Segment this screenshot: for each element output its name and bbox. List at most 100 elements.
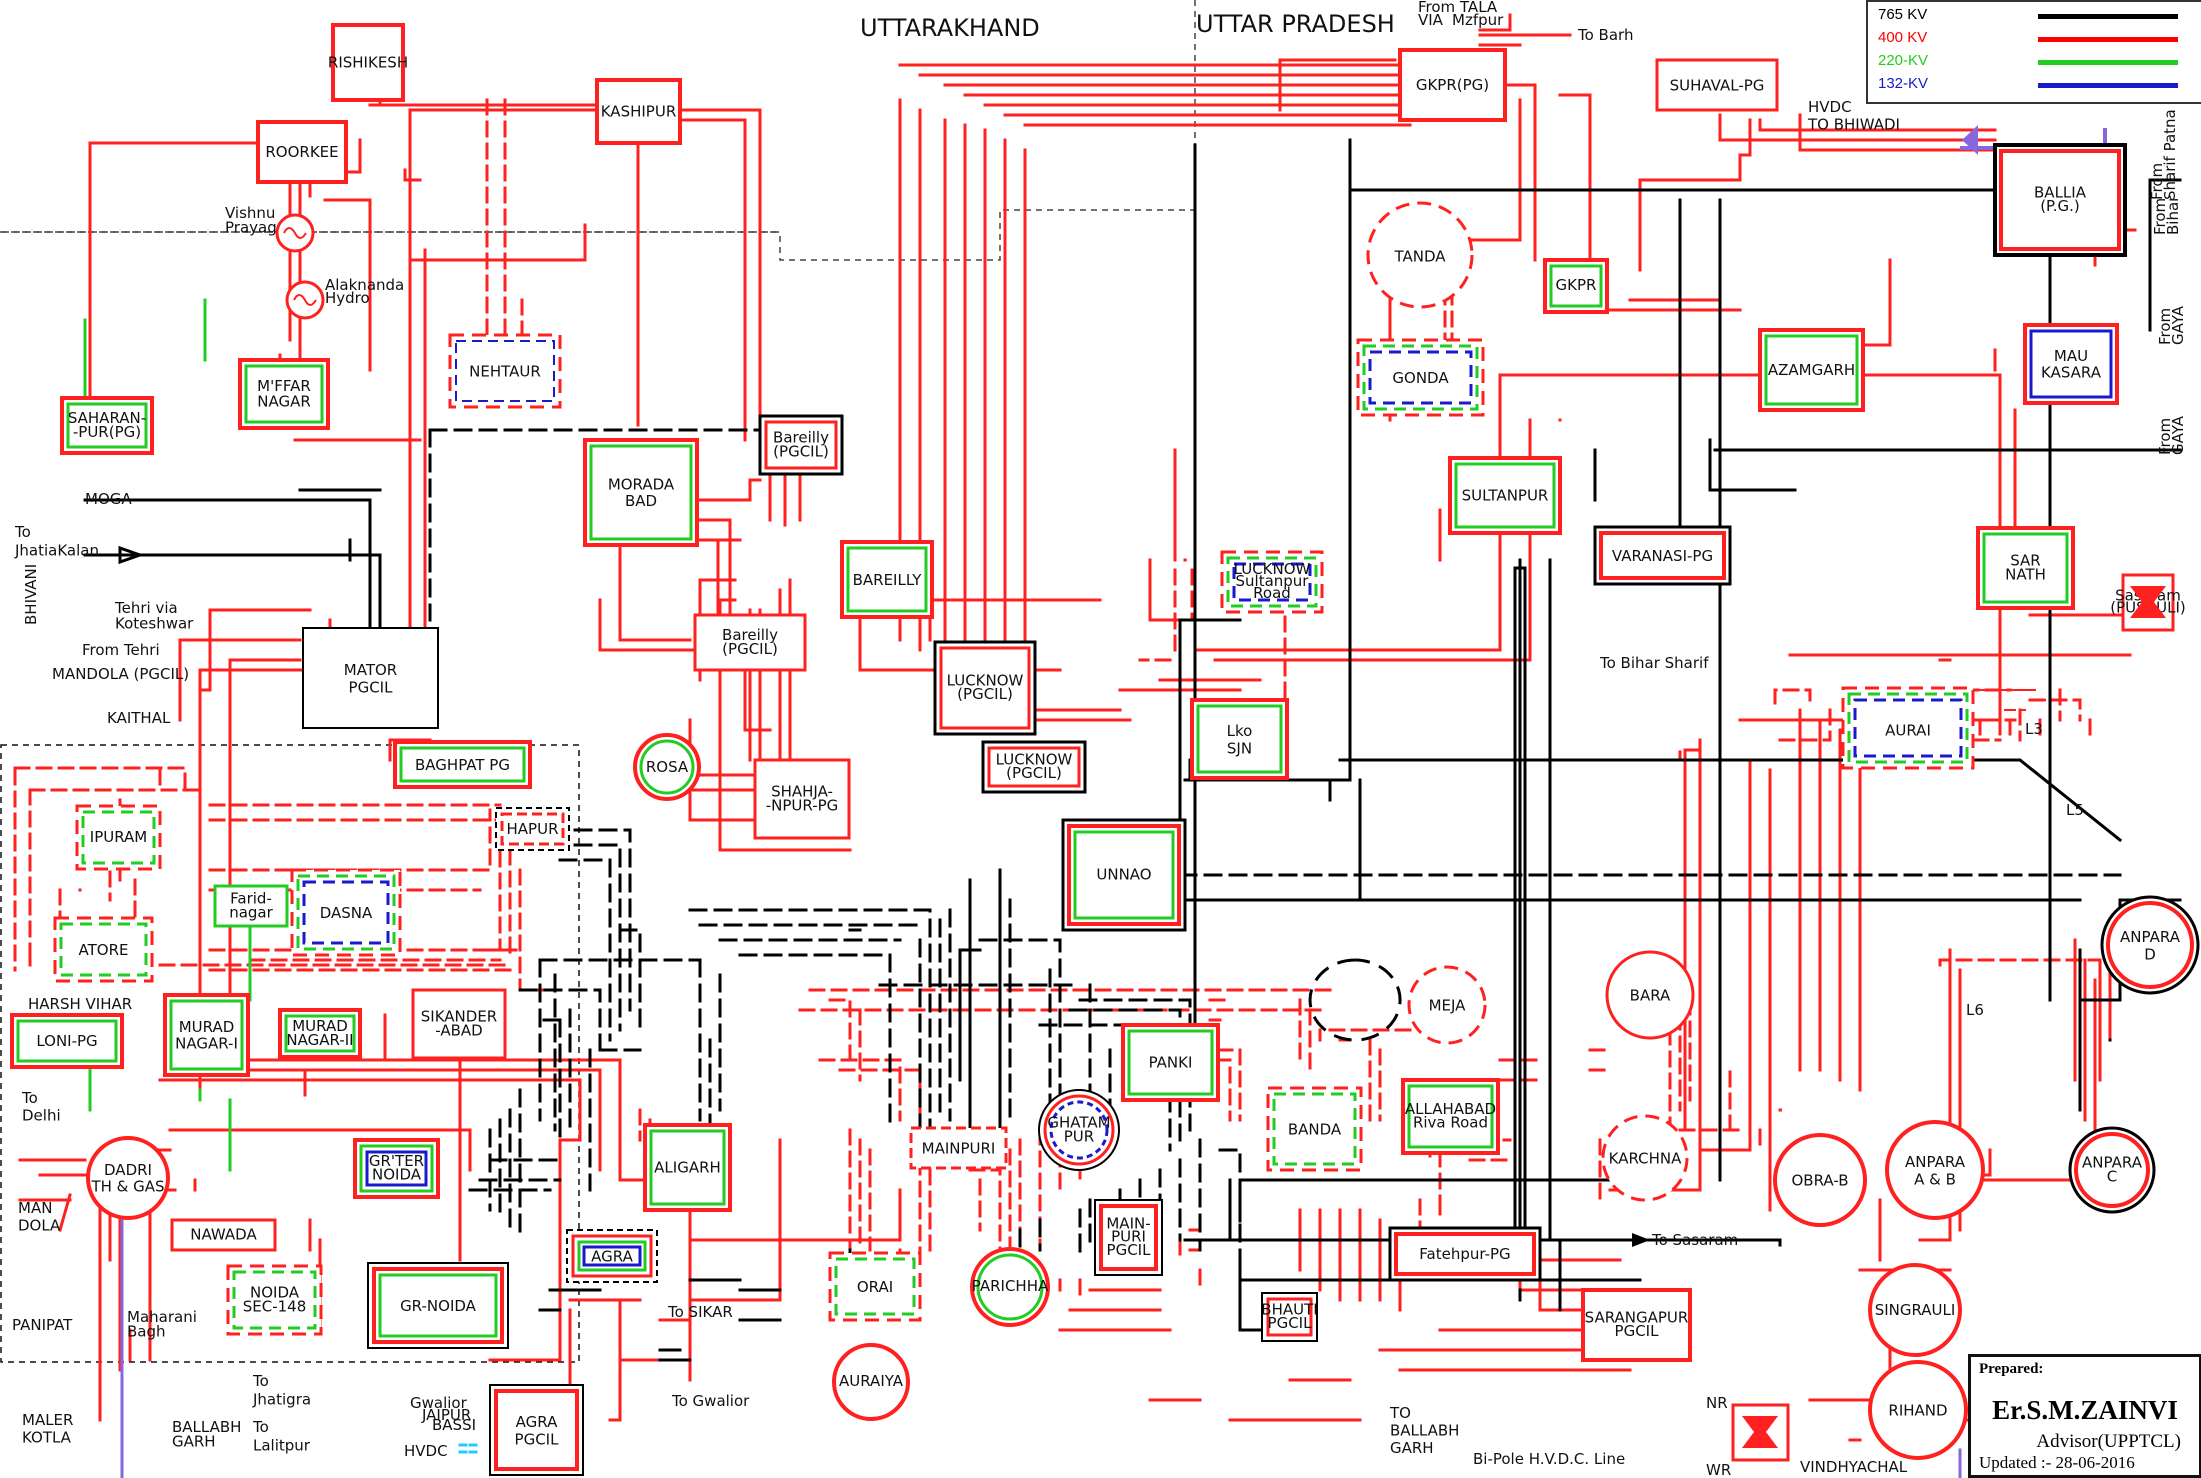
line-segment (1078, 998, 1192, 1132)
label-to-bihar-sharif: To Bihar Sharif (1599, 654, 1709, 672)
line-segment (1183, 138, 1352, 782)
label-maharani-bagh: Bagh (127, 1322, 166, 1340)
label-from-tehri: From Tehri (82, 641, 160, 659)
line-segment (688, 908, 932, 1132)
substation-label: PGCIL (1268, 1314, 1313, 1332)
substation-frame (828, 1251, 922, 1322)
station-obra: OBRA-B (1773, 1133, 1867, 1227)
substation-frame (359, 1144, 434, 1193)
label-bassi: BASSI (432, 1416, 476, 1434)
line-segment (608, 1298, 622, 1422)
label-vishnu-prayag: Prayag (225, 218, 277, 236)
substation-label: Farid- (230, 889, 272, 907)
label-from-sharif-patna: From (2148, 163, 2166, 200)
substation-frame (59, 922, 148, 977)
substation-nawada: NAWADA (170, 1218, 277, 1252)
voltage-legend: 765 KV 400 KV 220-KV 132-KV (1866, 0, 2201, 104)
station-label: C (2107, 1167, 2117, 1185)
label-from-gaya: From (2156, 418, 2174, 455)
substation-frame (494, 1389, 579, 1471)
station-label: MEJA (1429, 996, 1467, 1014)
substation-label: NAGAR-I (175, 1035, 238, 1053)
line-segment (120, 1178, 1962, 1478)
substation-label: BAD (625, 492, 657, 510)
legend-item-400kv: 400 KV (1878, 29, 1927, 53)
substation-label: DASNA (320, 904, 373, 922)
hvdc-arrow (1962, 125, 1978, 155)
substation-grnoida: GR-NOIDA (367, 1262, 509, 1349)
substation-label: NAGAR (257, 393, 311, 411)
substation-label: NOIDA (250, 1283, 300, 1301)
substation-label: MAU (2054, 347, 2088, 365)
substation-label: SULTANPUR (1462, 486, 1549, 504)
bara-outer-ring (1308, 958, 1402, 1042)
substation-frame (1655, 58, 1779, 112)
substation-panki: PANKI (1121, 1023, 1220, 1102)
substation-frame (583, 438, 699, 547)
substation-label: (P.G.) (2040, 197, 2080, 215)
substation-label: KASARA (2041, 364, 2102, 382)
substation-label: Bareilly (722, 626, 778, 644)
substation-ipuram: IPURAM (75, 804, 162, 871)
line-segment (198, 668, 312, 1102)
substation-frame (75, 804, 162, 871)
substation-bareilly: BAREILLY (840, 540, 934, 619)
substation-label: GR-NOIDA (400, 1297, 477, 1315)
legend-label: 400 KV (1878, 29, 1928, 46)
substation-frame (1190, 698, 1289, 780)
substation-sultanpur: SULTANPUR (1448, 456, 1562, 535)
substation-orai: ORAI (828, 1251, 922, 1322)
substation-label: LUCKNOW (996, 751, 1073, 769)
legend-item-765kv: 765 KV (1878, 6, 1927, 30)
substation-frame (10, 1013, 124, 1069)
substation-label: NAGAR-II (286, 1031, 353, 1049)
line-segment (58, 1193, 72, 1232)
substation-frame (16, 1019, 118, 1063)
substation-atore: ATORE (53, 916, 154, 983)
substation-frame (1394, 1232, 1536, 1276)
substation-frame (1401, 1078, 1500, 1155)
substation-label: GKPR (1556, 276, 1597, 294)
substation-frame (1549, 264, 1603, 308)
label-to-sikar: To SIKAR (667, 1303, 733, 1321)
line-segment (743, 658, 772, 732)
substation-frame (753, 758, 851, 840)
station-parichha: PARICHHA (970, 1247, 1050, 1327)
station-ring (2074, 1132, 2150, 1208)
label-to-ballabh-garh: GARH (1390, 1439, 1434, 1457)
label-to-ballabh-garh: BALLABH (1390, 1422, 1459, 1440)
line-segment (173, 1068, 602, 1172)
substation-label: IPURAM (90, 828, 147, 846)
substation-frame (1581, 1288, 1692, 1362)
line-segment (498, 843, 622, 1032)
label-to-barh: To Barh (1577, 26, 1633, 44)
label-kaithal: KAITHAL (107, 709, 171, 727)
substation-frame (1094, 1199, 1163, 1276)
substation-lucknow-pgcil: LUCKNOW(PGCIL) (933, 640, 1037, 736)
station-label: ANPARA (2082, 1154, 2143, 1172)
substation-label: BALLIA (2034, 184, 2087, 202)
label-ballabh-garh: BALLABH (172, 1418, 241, 1436)
substation-suhaval: SUHAVAL-PG (1655, 58, 1779, 112)
substation-frame (81, 810, 156, 865)
label-to-lalitpur: Lalitpur (253, 1437, 311, 1455)
station-ring (1885, 1120, 1985, 1220)
substation-kashipur: KASHIPUR (595, 78, 682, 145)
substation-label: GONDA (1392, 369, 1449, 387)
substation-frame (1758, 328, 1865, 412)
substation-bareilly-pgcil: Bareilly(PGCIL) (693, 613, 807, 672)
legend-item-220kv: 220-KV (1878, 52, 1928, 76)
station-label: TANDA (1393, 248, 1446, 266)
substation-label: SEC-148 (243, 1298, 307, 1316)
substation-label: Road (1253, 584, 1291, 602)
author-name: Er.S.M.ZAINVI (1992, 1395, 2178, 1425)
